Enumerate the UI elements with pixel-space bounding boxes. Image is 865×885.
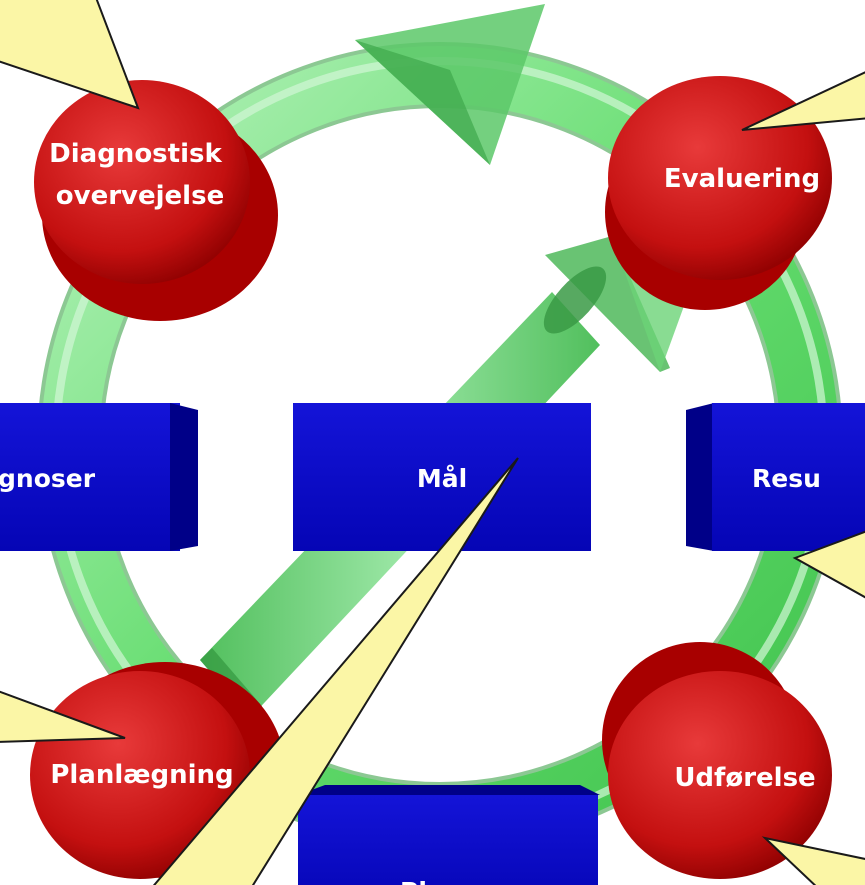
node-diagnostisk-line1: Diagnostisk: [49, 139, 222, 169]
callout-right: [792, 530, 865, 599]
callout-evaluering: [741, 71, 865, 131]
box-bottom-label: Pl: [400, 877, 427, 885]
box-center-label: Mål: [417, 464, 467, 493]
callout-diagnostisk: [0, 0, 140, 110]
box-center: Mål: [293, 403, 591, 551]
box-right: Resu: [686, 403, 865, 551]
node-diagnostisk: Diagnostisk overvejelse: [34, 80, 278, 321]
node-planlaegning-label: Planlægning: [50, 760, 233, 790]
callout-udforelse: [761, 836, 865, 885]
node-evaluering-label: Evaluering: [664, 164, 820, 194]
node-udforelse-label: Udførelse: [674, 763, 815, 793]
svg-text:Diagnostisk overvejelse: Diagnostisk overvejelse: [49, 139, 231, 211]
node-diagnostisk-line2: overvejelse: [56, 181, 224, 211]
box-right-label: Resu: [752, 464, 821, 493]
callout-planlaegning: [0, 690, 126, 743]
box-left: gnoser: [0, 403, 198, 551]
box-bottom: Pl: [298, 785, 600, 885]
callout-mal: [152, 457, 519, 885]
node-udforelse: Udførelse: [602, 642, 832, 879]
ring-arrowhead: [355, 4, 545, 165]
box-left-label: gnoser: [0, 464, 96, 493]
